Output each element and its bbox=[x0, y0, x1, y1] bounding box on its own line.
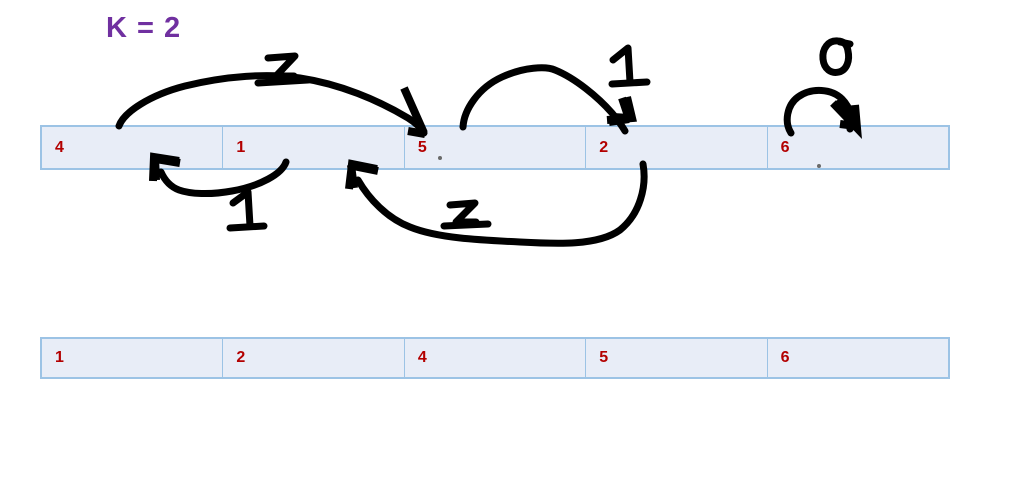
loop-label-0 bbox=[819, 37, 854, 76]
arc-5-to-2 bbox=[459, 44, 651, 135]
array-cell-value: 4 bbox=[417, 349, 427, 366]
array-cell-value: 1 bbox=[55, 349, 64, 366]
arc-label-2-top bbox=[254, 52, 312, 87]
array-cell-value: 5 bbox=[417, 138, 427, 156]
array-cell[interactable]: 6 bbox=[768, 339, 948, 377]
array-cell[interactable]: 4 bbox=[405, 339, 587, 377]
array-cell[interactable]: 5 bbox=[586, 339, 768, 377]
page-title: K = 2 bbox=[106, 12, 182, 44]
array-cell[interactable]: 1 bbox=[42, 339, 224, 377]
array-cell-value: 6 bbox=[780, 138, 790, 156]
array-cell[interactable]: 6 bbox=[768, 127, 948, 168]
arc-label-1-top bbox=[608, 44, 651, 88]
arc-2-to-5 bbox=[345, 159, 648, 247]
array-cell-value: 2 bbox=[236, 349, 246, 366]
array-cell-value: 1 bbox=[236, 138, 246, 156]
loop-6-self bbox=[783, 37, 862, 139]
array-cell-value: 6 bbox=[780, 349, 790, 366]
array-cell[interactable]: 5 bbox=[405, 127, 587, 168]
array-cell-value: 2 bbox=[599, 138, 609, 156]
arc-4-to-5 bbox=[115, 52, 428, 138]
unsorted-array: 4 1 5 2 6 bbox=[40, 125, 950, 170]
arc-label-1-bottom bbox=[226, 188, 268, 232]
array-cell[interactable]: 2 bbox=[223, 339, 405, 377]
sorted-array: 1 2 4 5 6 bbox=[40, 337, 950, 379]
array-cell-value: 5 bbox=[599, 349, 609, 366]
array-cell[interactable]: 4 bbox=[42, 127, 224, 168]
array-cell[interactable]: 2 bbox=[586, 127, 768, 168]
array-cell-value: 4 bbox=[55, 138, 64, 156]
array-cell[interactable]: 1 bbox=[223, 127, 405, 168]
arc-label-2-bottom bbox=[440, 199, 492, 230]
